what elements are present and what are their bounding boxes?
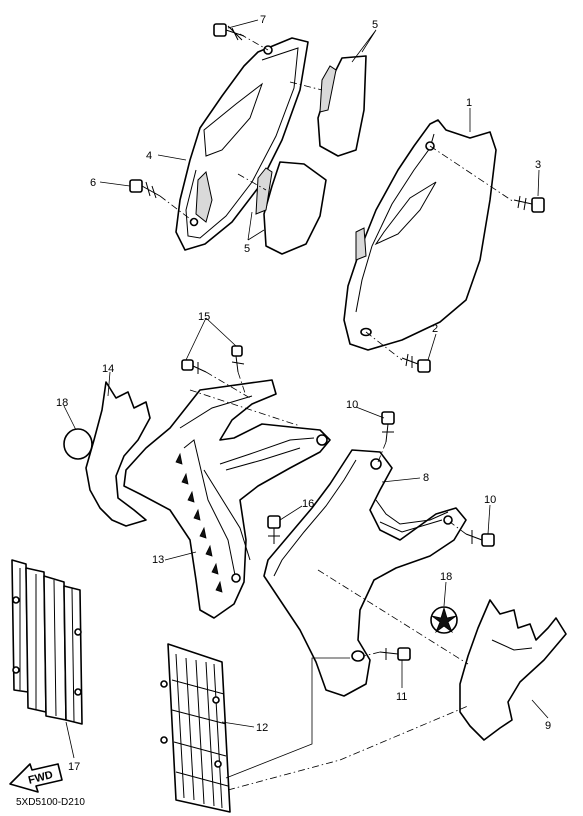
callout-4: 4 [146,150,152,162]
callout-18-right: 18 [440,571,452,583]
emblem-right [430,606,458,634]
callout-6: 6 [90,177,96,189]
bolt-15a [181,359,207,374]
callout-2: 2 [432,323,438,335]
shroud-graphic [459,599,567,741]
callout-3: 3 [535,159,541,171]
callout-1: 1 [466,97,472,109]
callout-7: 7 [260,14,266,26]
fwd-label: FWD [27,769,54,787]
diagram-code: 5XD5100-D210 [16,797,85,808]
callout-9: 9 [545,720,551,732]
decal-upper [317,55,367,157]
leader-lines [63,19,549,759]
callout-13: 13 [152,554,164,566]
radiator-shroud-right [263,449,467,697]
scoop-backing [85,381,151,527]
callout-11: 11 [396,691,407,703]
callout-12: 12 [256,722,268,734]
callout-17: 17 [68,761,80,773]
emblem-left [63,428,93,460]
bolt-11 [379,647,411,661]
fwd-arrow-icon: FWD [9,763,63,793]
radiator-shroud-left [123,379,331,619]
decal-lower [255,161,327,255]
callouts: 1 2 3 4 5 5 6 7 8 9 10 10 11 12 13 14 15… [56,14,551,773]
callout-10-upper: 10 [346,399,358,411]
radiator-guard-center [160,643,231,813]
callout-5-lower: 5 [244,243,250,255]
callout-14: 14 [102,363,114,375]
bolt-16 [267,515,281,544]
side-cover-right [343,119,497,351]
bolt-6 [129,179,161,199]
callout-16: 16 [302,498,314,510]
bolt-2 [401,353,431,373]
bolt-15b [231,345,245,373]
callout-5-upper: 5 [372,19,378,31]
callout-18-left: 18 [56,397,68,409]
bolt-7 [213,23,245,41]
radiator-guard-left [11,559,83,725]
bolt-10b [465,530,495,547]
callout-15: 15 [198,311,210,323]
bolt-3 [513,195,545,213]
side-cover-left [175,37,309,251]
callout-8: 8 [423,472,429,484]
bolt-10a [381,411,395,443]
callout-10-lower: 10 [484,494,496,506]
